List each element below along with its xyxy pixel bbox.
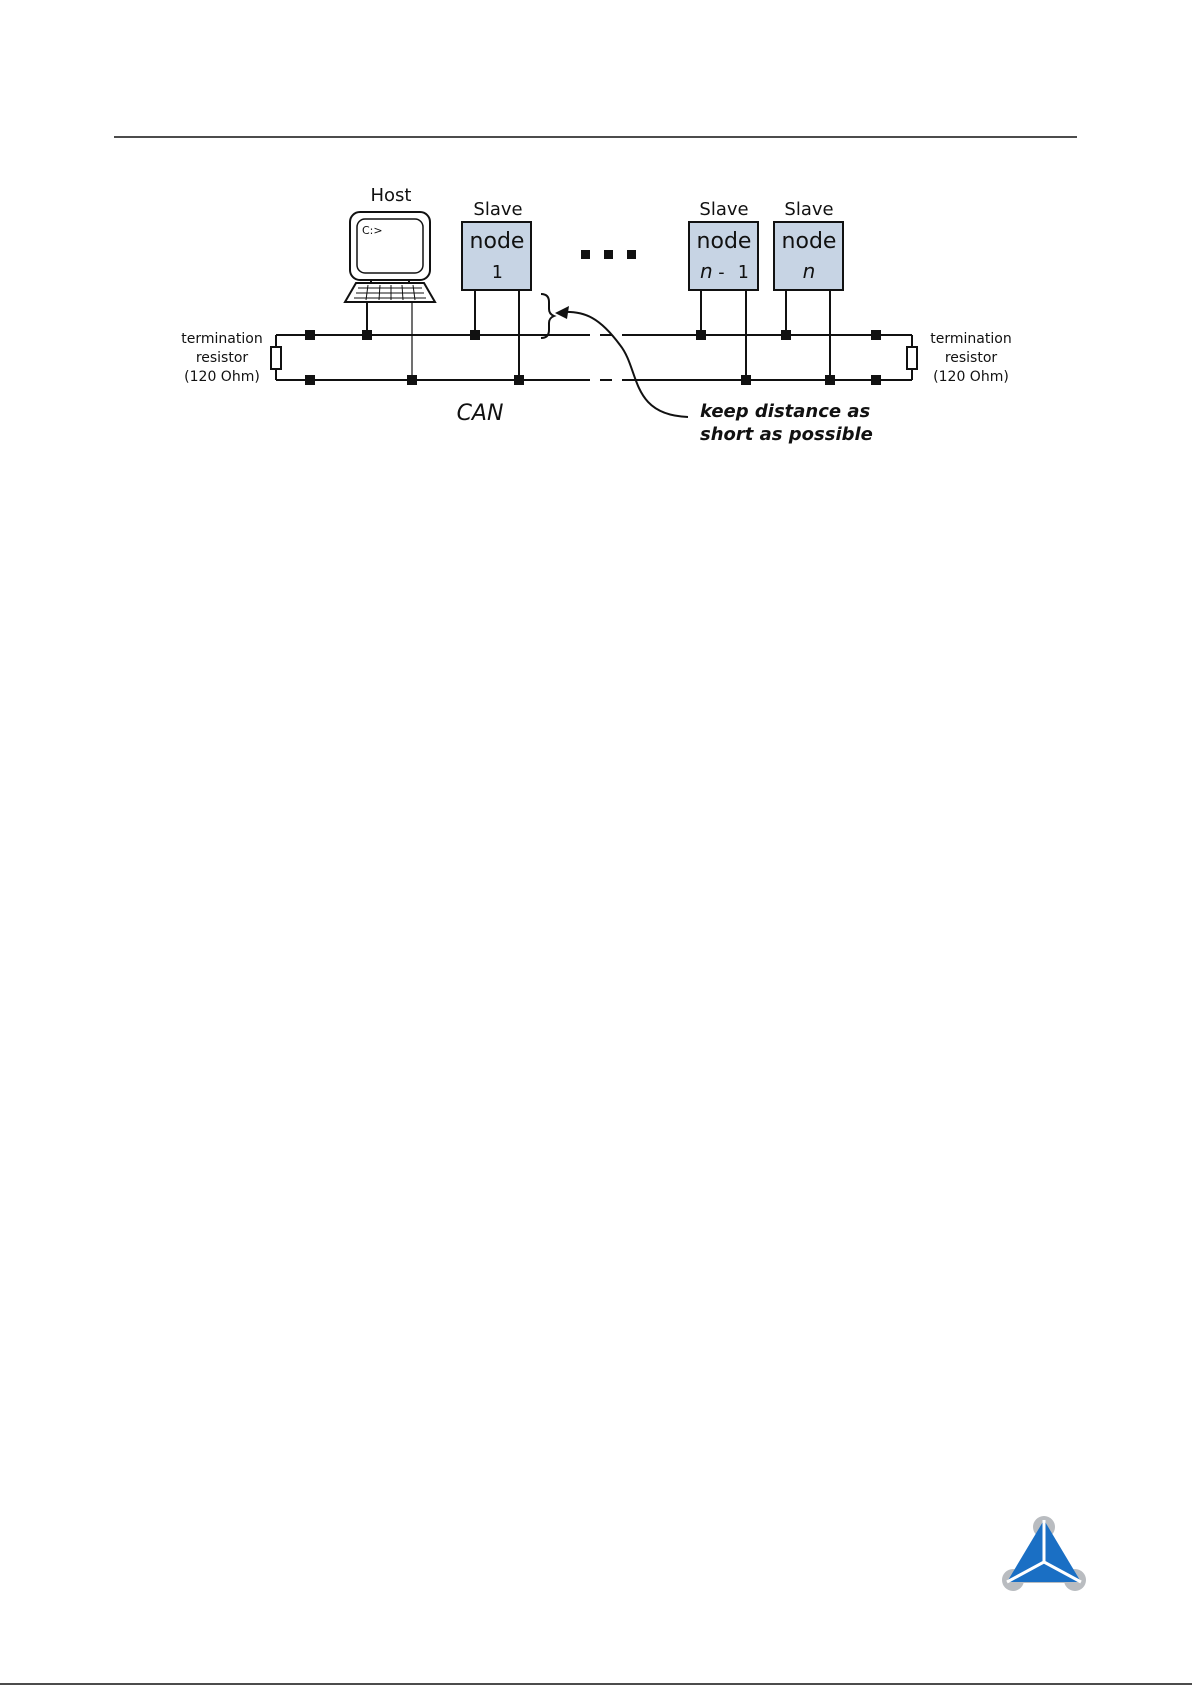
note-line2: short as possible bbox=[700, 424, 873, 445]
host-label: Host bbox=[371, 185, 412, 206]
company-logo-icon bbox=[1002, 1516, 1086, 1591]
node-n1-suffix: - 1 bbox=[716, 262, 749, 283]
node-1-index: 1 bbox=[492, 262, 503, 283]
distance-brace-icon bbox=[541, 294, 554, 338]
node-1-label: node bbox=[470, 229, 525, 254]
slave-n1-label: Slave bbox=[699, 199, 748, 220]
termination-right-line1: termination bbox=[930, 331, 1011, 347]
termination-left-line3: (120 Ohm) bbox=[184, 369, 260, 385]
host-screen-text: C:> bbox=[362, 224, 383, 237]
bus-label: CAN bbox=[457, 401, 504, 426]
ellipsis-icon bbox=[581, 250, 636, 259]
slave-1-label: Slave bbox=[473, 199, 522, 220]
right-resistor-icon bbox=[907, 347, 917, 369]
slave-n-label: Slave bbox=[784, 199, 833, 220]
node-n-label: node bbox=[782, 229, 837, 254]
note-line1: keep distance as bbox=[700, 401, 871, 422]
termination-right-line3: (120 Ohm) bbox=[933, 369, 1009, 385]
junction-points bbox=[305, 330, 881, 385]
node-n1-label: node bbox=[697, 229, 752, 254]
node-n1-var: n bbox=[700, 259, 713, 283]
arrow-head-icon bbox=[555, 306, 569, 319]
node-n-index: n bbox=[803, 259, 816, 283]
termination-right-line2: resistor bbox=[945, 350, 998, 366]
termination-left-line2: resistor bbox=[196, 350, 249, 366]
left-resistor-icon bbox=[271, 347, 281, 369]
can-bus-lines bbox=[276, 335, 912, 380]
termination-left-line1: termination bbox=[181, 331, 262, 347]
note-arrow bbox=[563, 312, 688, 417]
computer-icon bbox=[345, 212, 435, 302]
